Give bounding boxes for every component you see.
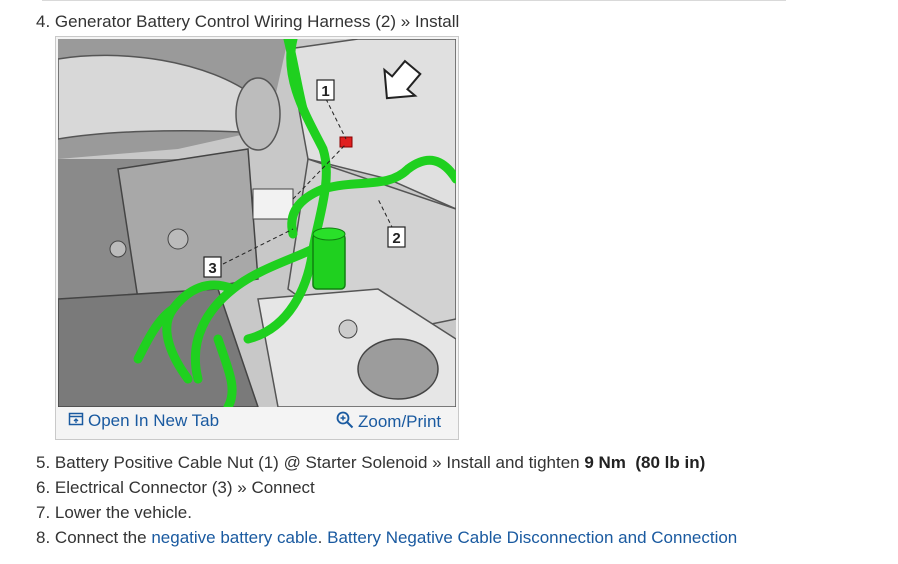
zoom-print-label: Zoom/Print — [358, 411, 442, 431]
top-divider — [42, 0, 786, 1]
negative-battery-cable-link[interactable]: negative battery cable — [151, 528, 318, 547]
nut-marker — [339, 136, 353, 148]
zoom-icon — [336, 411, 354, 434]
direction-arrow-icon — [383, 59, 422, 100]
step-text: Battery Positive Cable Nut (1) @ Starter… — [54, 453, 585, 472]
step-4: 4. Generator Battery Control Wiring Harn… — [36, 11, 459, 33]
battery-negative-cable-procedure-link[interactable]: Battery Negative Cable Disconnection and… — [327, 528, 738, 547]
open-new-tab-icon — [68, 411, 84, 432]
step-number: 4. — [36, 12, 51, 31]
figure-toolbar: Open In New Tab Zoom/Print — [56, 407, 458, 439]
step-text: Electrical Connector (3) » Connect — [54, 478, 315, 497]
callout-1: 1 — [316, 79, 335, 101]
step-number: 5. — [36, 453, 51, 472]
figure-wiring-harness: 1 2 3 Open In New Tab Zoom/Print — [55, 36, 459, 440]
step-number: 7. — [36, 503, 51, 522]
step-8: 8. Connect the negative battery cable. B… — [36, 527, 737, 549]
callout-2: 2 — [387, 226, 406, 248]
open-new-tab-link[interactable]: Open In New Tab — [68, 411, 219, 432]
step-text: Connect the — [54, 528, 152, 547]
step-text: Generator Battery Control Wiring Harness… — [54, 12, 460, 31]
illustration: 1 2 3 — [58, 39, 456, 407]
step-text: Lower the vehicle. — [54, 503, 192, 522]
torque-nm: 9 Nm — [584, 453, 626, 472]
svg-text:1: 1 — [321, 83, 329, 100]
open-new-tab-label: Open In New Tab — [88, 411, 220, 430]
torque-lbin: (80 lb in) — [635, 453, 706, 472]
callout-3: 3 — [203, 256, 222, 278]
step-number: 6. — [36, 478, 51, 497]
step-5: 5. Battery Positive Cable Nut (1) @ Star… — [36, 452, 705, 474]
svg-text:3: 3 — [208, 260, 216, 277]
step-6: 6. Electrical Connector (3) » Connect — [36, 477, 315, 499]
svg-text:2: 2 — [392, 230, 400, 247]
engine-illustration: 1 2 3 — [58, 39, 456, 407]
separator: . — [317, 528, 328, 547]
step-7: 7. Lower the vehicle. — [36, 502, 192, 524]
step-number: 8. — [36, 528, 51, 547]
zoom-print-link[interactable]: Zoom/Print — [336, 411, 441, 434]
